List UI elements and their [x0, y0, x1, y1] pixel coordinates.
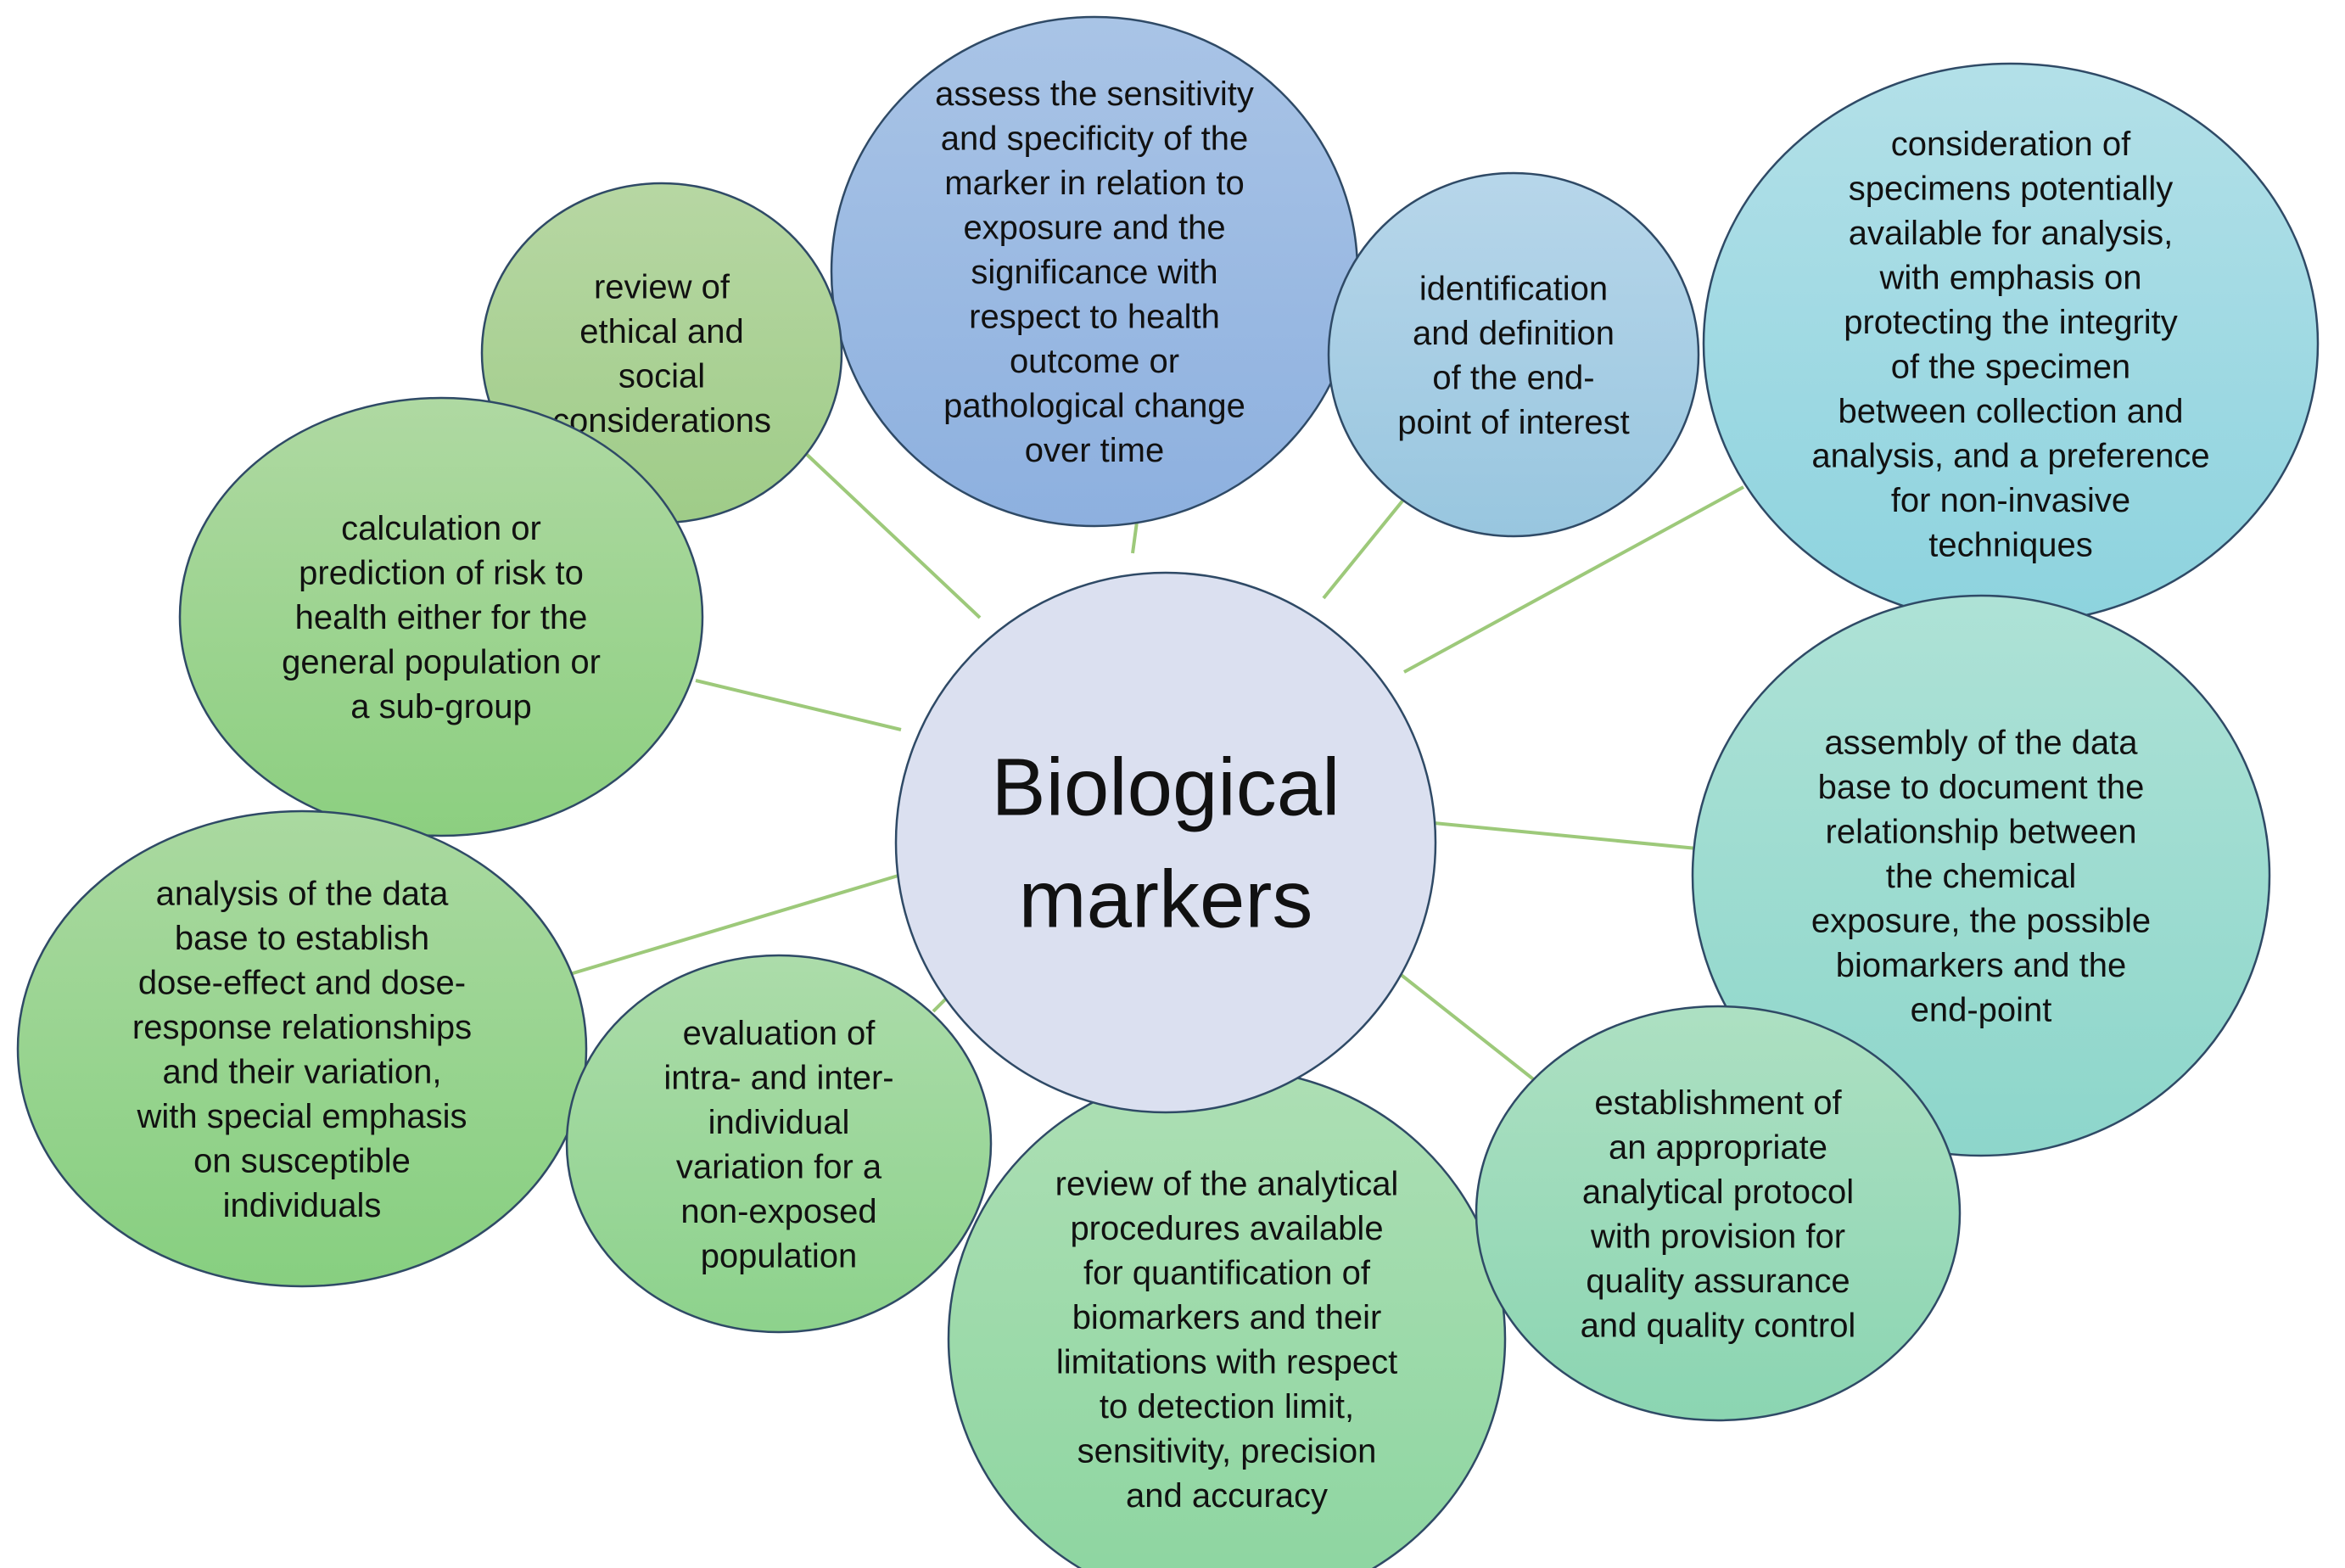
node-text-line: and definition — [1413, 315, 1615, 352]
node-bubble-analytical-protocol — [1475, 1005, 1962, 1422]
node-text-line: base to document the — [1818, 769, 2145, 806]
node-text-line: review of the analytical — [1055, 1165, 1399, 1202]
node-text-line: analysis of the data — [156, 875, 449, 912]
node-text-line: ethical and — [579, 313, 743, 350]
node-text-line: pathological change — [943, 388, 1245, 425]
node-text-line: for non-invasive — [1891, 482, 2130, 519]
node-text-line: variation for a — [676, 1148, 882, 1185]
center-title-line: Biological — [992, 742, 1340, 833]
node-endpoint-definition: identification and definition of the end-p… — [1327, 171, 1700, 538]
node-text-line: consideration of — [1891, 126, 2131, 163]
connector-analytical-protocol — [1377, 955, 1542, 1086]
node-text-line: individual — [708, 1104, 850, 1141]
node-analytical-procedures: review of the analytical procedures avail… — [947, 1067, 1507, 1568]
node-text-line: over time — [1025, 432, 1165, 469]
node-text-line: identification — [1419, 270, 1608, 307]
node-text-line: protecting the integrity — [1844, 304, 2178, 341]
node-bubble-individual-variation — [565, 954, 993, 1334]
node-text-line: exposure, the possible — [1811, 903, 2151, 940]
node-text-line: considerations — [552, 402, 771, 440]
node-text-line: with provision for — [1590, 1218, 1845, 1255]
node-text-line: review of — [594, 268, 730, 305]
node-text-line: biomarkers and the — [1836, 947, 2126, 984]
node-text-line: for quantification of — [1083, 1254, 1371, 1291]
connector-dose-response — [569, 871, 910, 976]
node-text-line: of the specimen — [1891, 348, 2130, 385]
center-node: Biological markers — [894, 571, 1437, 1114]
nodes: assess the sensitivity and specificity of… — [16, 15, 2320, 1568]
node-text-line: marker in relation to — [944, 165, 1244, 202]
connector-specimens — [1403, 485, 1744, 674]
node-bubble-dose-response — [16, 809, 588, 1288]
node-text-line: biomarkers and their — [1072, 1299, 1382, 1336]
connector-sensitivity-specificity — [1131, 521, 1139, 554]
node-text-line: evaluation of — [683, 1015, 876, 1052]
node-text-line: response relationships — [132, 1009, 472, 1046]
node-text-line: and accuracy — [1126, 1477, 1328, 1515]
node-text-line: social — [618, 357, 705, 395]
node-database-assembly: assembly of the data base to document the… — [1691, 594, 2271, 1157]
node-text-line: specimens potentially — [1849, 170, 2173, 207]
connector-database-assembly — [1433, 821, 1698, 850]
node-text-line: a sub-group — [350, 688, 531, 725]
connector-endpoint-definition — [1322, 497, 1406, 600]
node-text-line: assess the sensitivity — [935, 76, 1254, 113]
node-text-line: outcome or — [1010, 343, 1179, 380]
node-text-line: and quality control — [1581, 1307, 1856, 1344]
node-bubble-database-assembly — [1691, 594, 2271, 1157]
node-text-line: available for analysis, — [1849, 215, 2173, 252]
node-text-line: sensitivity, precision — [1077, 1432, 1377, 1470]
node-text-line: of the end- — [1432, 359, 1594, 396]
node-text-line: quality assurance — [1586, 1263, 1850, 1300]
node-specimens: consideration of specimens potentially ava… — [1702, 62, 2320, 625]
node-bubble-endpoint-definition — [1327, 171, 1700, 538]
node-text-line: general population or — [282, 644, 601, 681]
node-text-line: and their variation, — [162, 1053, 441, 1090]
node-individual-variation: evaluation of intra- and inter-individual… — [565, 954, 993, 1334]
node-text-line: health either for the — [295, 599, 588, 636]
node-sensitivity-specificity: assess the sensitivity and specificity of… — [830, 15, 1359, 528]
node-text-line: point of interest — [1397, 404, 1630, 441]
node-text-line: intra- and inter- — [663, 1059, 893, 1096]
center-title-line: markers — [1019, 854, 1313, 945]
node-text-line: calculation or — [341, 510, 541, 547]
node-text-line: and specificity of the — [941, 120, 1248, 158]
node-text-line: to detection limit, — [1100, 1388, 1354, 1425]
node-dose-response: analysis of the data base to establish dos… — [16, 809, 588, 1288]
node-text-line: the chemical — [1886, 858, 2077, 895]
node-text-line: on susceptible — [193, 1142, 411, 1179]
node-text-line: population — [701, 1237, 858, 1274]
node-text-line: techniques — [1928, 526, 2092, 563]
node-text-line: end-point — [1911, 992, 2052, 1029]
node-risk-calculation: calculation or prediction of risk to healt… — [178, 396, 704, 837]
node-text-line: prediction of risk to — [299, 555, 584, 592]
node-text-line: analytical protocol — [1582, 1173, 1854, 1211]
node-text-line: with emphasis on — [1878, 259, 2141, 296]
node-analytical-protocol: establishment of an appropriate analytical… — [1475, 1005, 1962, 1422]
connectors — [569, 448, 1744, 1086]
center-bubble — [894, 571, 1437, 1114]
node-text-line: between collection and — [1839, 393, 2184, 430]
node-text-line: establishment of — [1594, 1084, 1842, 1122]
node-text-line: an appropriate — [1609, 1128, 1827, 1166]
connector-risk-calculation — [695, 679, 902, 731]
node-text-line: dose-effect and dose- — [138, 964, 466, 1001]
node-text-line: relationship between — [1826, 814, 2137, 851]
node-text-line: significance with — [971, 254, 1217, 291]
node-text-line: assembly of the data — [1824, 725, 2138, 762]
node-text-line: exposure and the — [963, 210, 1225, 247]
node-text-line: non-exposed — [680, 1193, 876, 1230]
node-text-line: base to establish — [175, 920, 429, 957]
node-text-line: limitations with respect — [1056, 1343, 1397, 1380]
node-text-line: respect to health — [969, 299, 1220, 336]
node-text-line: analysis, and a preference — [1811, 437, 2209, 474]
node-text-line: with special emphasis — [136, 1098, 467, 1135]
node-text-line: procedures available — [1070, 1210, 1383, 1247]
node-bubble-risk-calculation — [178, 396, 704, 837]
connector-ethical-social — [800, 448, 982, 619]
node-text-line: individuals — [223, 1187, 382, 1224]
